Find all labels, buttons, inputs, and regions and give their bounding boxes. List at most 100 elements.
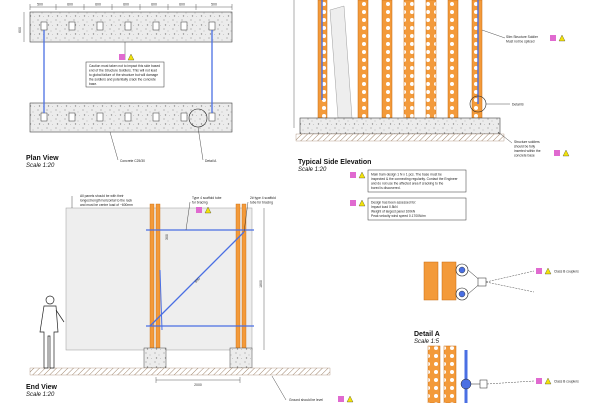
base-note-line-2: inserted within the bbox=[514, 149, 541, 153]
soldier-note-icons bbox=[550, 34, 566, 42]
detail-a-lower-icons bbox=[536, 377, 552, 385]
info-icon bbox=[550, 35, 556, 41]
side-ground bbox=[295, 133, 505, 142]
design-box-1 bbox=[367, 169, 467, 193]
base-note-line-1: should be fully bbox=[514, 145, 535, 149]
caution-line-1: end of the Structure Soldiers. This will… bbox=[89, 69, 157, 73]
plan-dim-1: 600 bbox=[67, 3, 73, 7]
brace-note-1-line-0: Type 4 scaffold tube bbox=[192, 196, 222, 200]
design-box-2-line-1: Impact load 0.5kN bbox=[371, 205, 398, 209]
panels-note-line-1: longest length horizontal to the rack bbox=[80, 199, 132, 203]
end-brace-stub bbox=[159, 269, 163, 331]
info-icon bbox=[338, 396, 344, 402]
plan-dim-2: 600 bbox=[95, 3, 101, 7]
design-box-1-line-1: inspected & the connecting regularity. C… bbox=[371, 177, 459, 181]
end-width-value: 2000 bbox=[194, 383, 202, 387]
bottom-note-icons bbox=[338, 395, 354, 403]
plan-dim-5: 600 bbox=[179, 3, 185, 7]
plan-side-dim: 600 bbox=[18, 27, 22, 33]
warning-icon bbox=[204, 206, 212, 214]
warning-icon bbox=[346, 395, 354, 403]
end-view-title: End View bbox=[26, 384, 58, 391]
info-icon bbox=[536, 378, 542, 384]
design-box-2-line-0: Design has been assessed for: bbox=[371, 201, 416, 205]
brace-note-icons bbox=[196, 206, 212, 214]
design-box-2-line-2: Weight of largest panel 100kN bbox=[371, 210, 416, 214]
plan-dim-0: 500 bbox=[37, 3, 43, 7]
end-dim-0: 1800 bbox=[259, 280, 263, 288]
caution-line-0: Caution must taken not to impact this si… bbox=[89, 64, 160, 68]
design-box-1-icons bbox=[350, 171, 366, 179]
end-base-left bbox=[143, 347, 167, 369]
caution-line-4: base. bbox=[89, 82, 97, 86]
info-icon bbox=[536, 268, 542, 274]
plan-view-title: Plan View bbox=[26, 155, 59, 162]
panels-note-line-2: and must be centre load of ~600mm bbox=[80, 203, 133, 207]
person-figure bbox=[39, 295, 65, 369]
design-box-2-icons bbox=[350, 199, 366, 207]
detail-a-scale: Scale 1:5 bbox=[414, 339, 440, 345]
design-box-1-line-2: and do not use the affected area if crac… bbox=[371, 182, 444, 186]
detail-a-lower-note: Class B couplers bbox=[554, 380, 579, 384]
warning-icon bbox=[358, 171, 366, 179]
plan-soldier-sockets-top bbox=[40, 21, 216, 31]
design-box-2-line-3: Peak velocity wind speed 0.1700N/m² bbox=[371, 214, 427, 218]
brace-note-2-line-0: 2# type 4 scaffold bbox=[250, 196, 276, 200]
base-note-line-0: Structure soldiers bbox=[514, 140, 540, 144]
plan-view-scale: Scale 1:20 bbox=[26, 163, 55, 169]
end-dim-2: 800 bbox=[194, 277, 201, 284]
soldier-note-line-0: Slim Structure Soldier bbox=[506, 35, 539, 39]
caution-warning-icons bbox=[119, 53, 135, 61]
info-icon bbox=[350, 200, 356, 206]
plan-view: 500 600 600 600 600 600 500 600 bbox=[18, 3, 233, 169]
plan-concrete-label: Concrete C25/30 bbox=[120, 159, 145, 163]
plan-dim-3: 600 bbox=[123, 3, 129, 7]
brace-note-1-line-1: for bracing bbox=[192, 201, 208, 205]
info-icon bbox=[196, 207, 202, 213]
detail-a-title: Detail A bbox=[414, 331, 440, 338]
design-box-2 bbox=[367, 197, 467, 221]
detail-a: Class B couplers Detail A Scale 1:5 Clas… bbox=[414, 261, 579, 403]
side-elevation-scale: Scale 1:20 bbox=[298, 167, 327, 173]
info-icon bbox=[350, 172, 356, 178]
plan-soldier-sockets-bottom bbox=[40, 112, 216, 122]
warning-icon bbox=[127, 53, 135, 61]
caution-line-2: to global failure of the structure but w… bbox=[89, 73, 158, 77]
plan-dim-4: 600 bbox=[151, 3, 157, 7]
side-detail-b-label: Detail B bbox=[512, 103, 524, 107]
end-brace-diagonal bbox=[149, 231, 245, 327]
base-note-line-3: concrete base bbox=[514, 154, 535, 158]
panels-note-line-0: All panels should be with their bbox=[80, 194, 125, 198]
soldier-note-line-1: Must not be spliced bbox=[506, 40, 535, 44]
warning-icon bbox=[562, 149, 570, 157]
side-elevation: Detail B Slim Structure Soldier Must not… bbox=[293, 0, 570, 173]
end-view-scale: Scale 1:20 bbox=[26, 392, 55, 398]
end-view: 1800 300 800 2000 All panels should be w… bbox=[26, 194, 354, 403]
side-concrete-base bbox=[299, 117, 501, 135]
end-dim-1: 300 bbox=[165, 234, 169, 240]
info-icon bbox=[554, 150, 560, 156]
design-box-1-line-0: Main tram design 1 N x 1 pcs. The base m… bbox=[371, 173, 442, 177]
caution-note-box bbox=[85, 61, 165, 88]
warning-icon bbox=[558, 34, 566, 42]
base-note-icons bbox=[554, 149, 570, 157]
end-ground bbox=[29, 367, 331, 376]
side-elevation-title: Typical Side Elevation bbox=[298, 159, 371, 166]
brace-note-2-line-1: tube for bracing bbox=[250, 201, 273, 205]
design-box-1-line-3: bored is discovered. bbox=[371, 186, 401, 190]
detail-a-lower bbox=[427, 345, 535, 403]
info-icon bbox=[119, 54, 125, 60]
warning-icon bbox=[544, 267, 552, 275]
plan-detail-a-label: Detail A bbox=[205, 159, 217, 163]
detail-a-upper-icons bbox=[536, 267, 552, 275]
plan-dimension-ticks bbox=[29, 4, 233, 10]
end-base-right bbox=[229, 347, 253, 369]
warning-icon bbox=[544, 377, 552, 385]
caution-line-3: the soldiers and potentially crack the c… bbox=[89, 78, 156, 82]
design-notes: Main tram design 1 N x 1 pcs. The base m… bbox=[350, 169, 467, 221]
detail-a-clamp-note: Class B couplers bbox=[554, 270, 579, 274]
plan-dim-6: 500 bbox=[211, 3, 217, 7]
detail-a-upper bbox=[423, 261, 535, 301]
